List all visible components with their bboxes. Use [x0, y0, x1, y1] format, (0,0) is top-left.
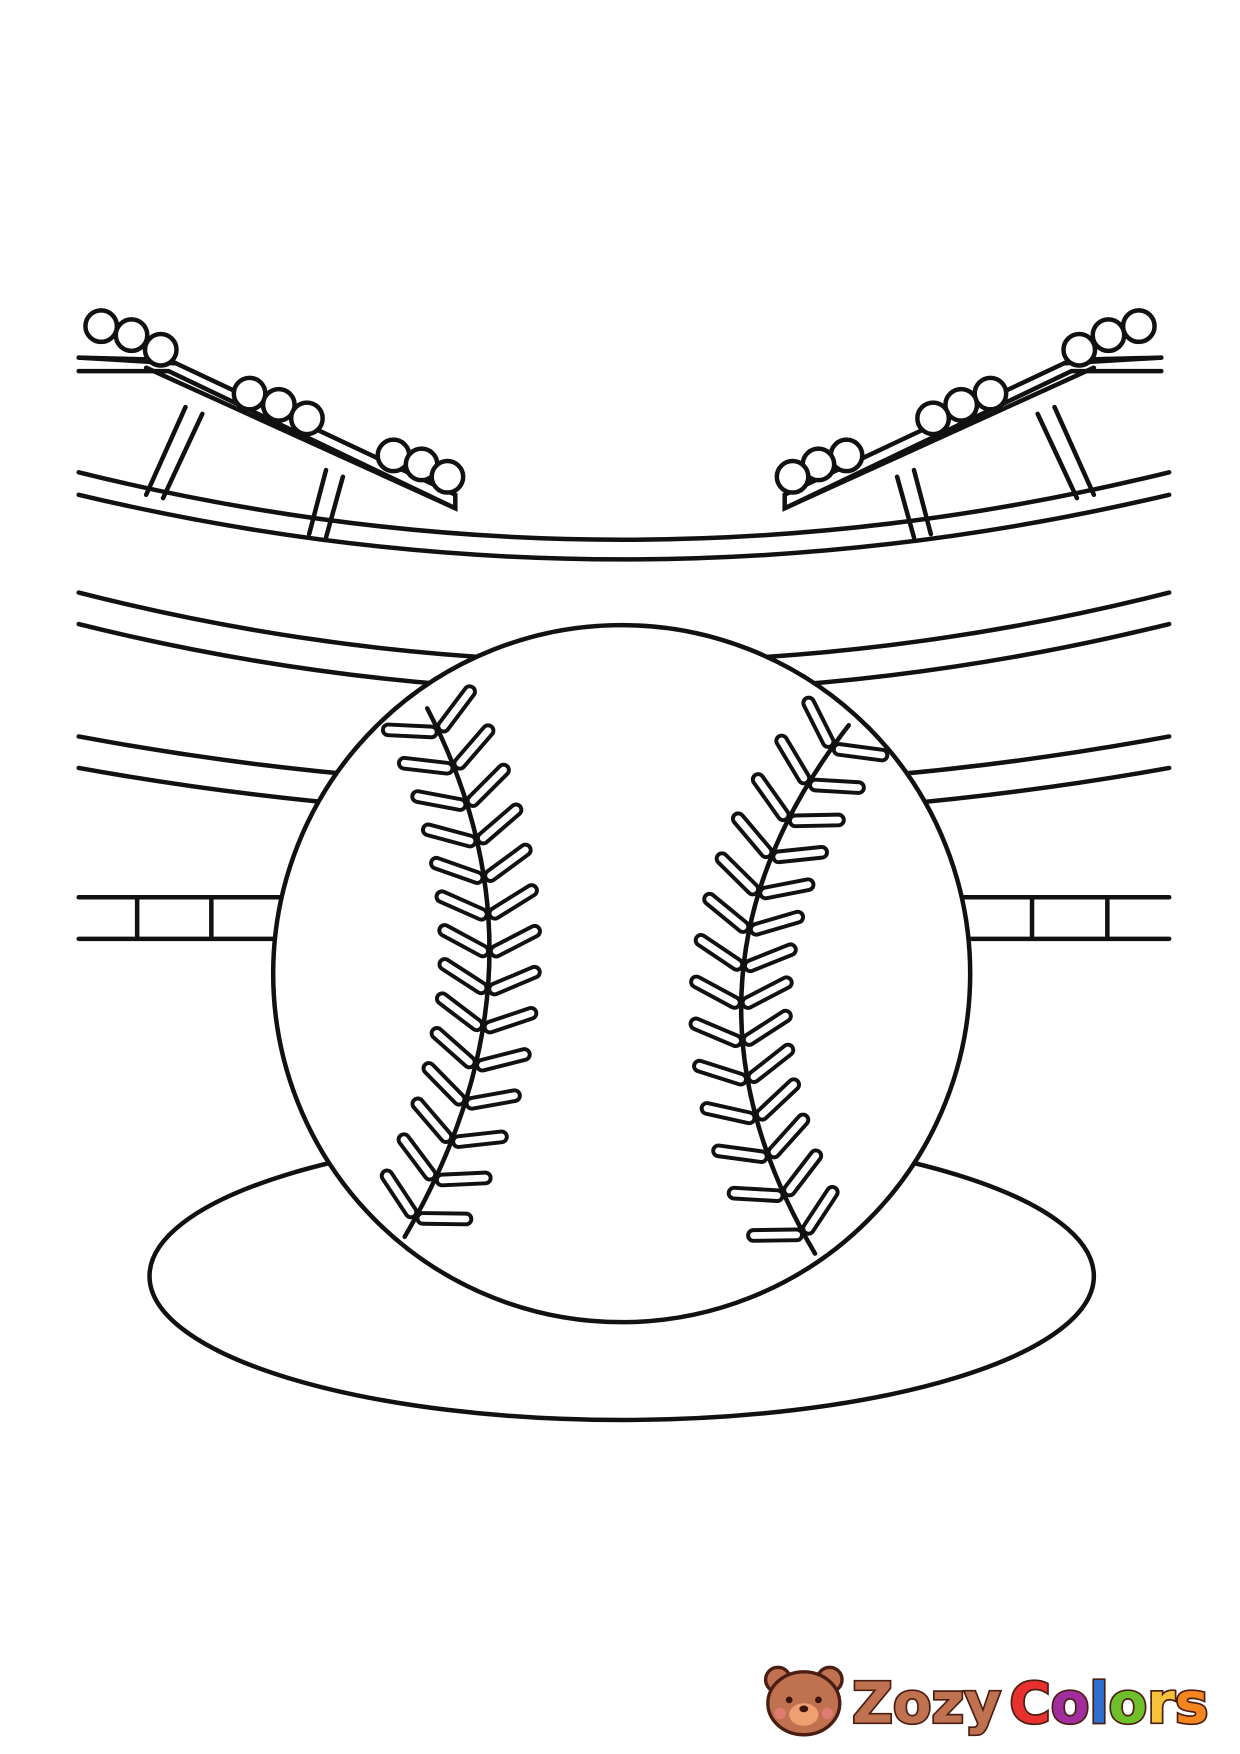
logo-letter: s [1175, 1671, 1208, 1736]
stitch-fill [438, 1174, 489, 1184]
stitch-fill [811, 781, 862, 791]
stitch-fill [758, 1081, 798, 1118]
stitch-fill [414, 1100, 450, 1141]
stitch-fill [750, 1231, 801, 1239]
stitch-fill [754, 776, 787, 819]
stitch-fill [438, 893, 485, 918]
stitch-fill [383, 1172, 415, 1216]
stadium-lamp [1061, 331, 1098, 368]
stitch-fill [414, 793, 464, 808]
stitch-fill [762, 881, 812, 897]
stadium-lamp [288, 400, 325, 437]
stadium-lamp [972, 375, 1009, 412]
bear-face-icon [763, 1665, 844, 1737]
stitch-fill [456, 727, 492, 767]
stitch-fill [734, 815, 770, 856]
stitch-fill [384, 726, 435, 736]
stitch-fill [746, 946, 794, 970]
stadium-lamp [83, 308, 120, 345]
stitch-fill [696, 1062, 745, 1083]
logo-brand: Zozy [852, 1671, 1001, 1736]
stadium-lamp [231, 375, 268, 412]
stitch-fill [791, 816, 842, 825]
logo-letter: o [1109, 1671, 1148, 1736]
stitch-fill [752, 913, 802, 933]
stitch-fill [400, 759, 451, 772]
logo-letter: r [1147, 1671, 1175, 1736]
stadium-lamp [429, 458, 466, 495]
baseball-seams [379, 684, 890, 1256]
light-support [143, 404, 346, 540]
stadium-lamp [1090, 317, 1127, 354]
stitch-fill [440, 688, 473, 730]
stadium-lamp [142, 331, 179, 368]
stitch-fill [703, 1105, 753, 1122]
stitch-fill [424, 826, 474, 845]
stitch-fill [786, 1152, 820, 1194]
stadium-lamp [943, 386, 980, 423]
stitch-fill [491, 887, 535, 917]
stitch-fill [479, 806, 520, 842]
light-tower-left [76, 308, 466, 540]
stitch-fill [455, 1133, 505, 1146]
stadium-lamp [915, 400, 952, 437]
stitch-fill [438, 995, 481, 1029]
stitch-fill [697, 936, 741, 968]
stitch-fill [469, 766, 507, 805]
stitch-fill [835, 746, 886, 759]
stitch-fill [706, 895, 747, 930]
stitch-fill [770, 1116, 807, 1156]
stitch-fill [730, 1189, 781, 1200]
logo: Zozy Colors [763, 1665, 1210, 1738]
stitch-fill [491, 968, 538, 993]
stitch-fill [693, 978, 738, 1006]
stitch-fill [425, 1065, 463, 1103]
stitch-fill [744, 979, 790, 1006]
stitch-fill [441, 961, 485, 992]
logo-letter: l [1089, 1671, 1108, 1736]
stitch-fill [718, 855, 757, 893]
stitch-fill [419, 1215, 470, 1223]
stitch-fill [441, 927, 487, 955]
stadium-wall [76, 894, 1172, 942]
logo-letter: C [1010, 1671, 1051, 1736]
stitch-fill [433, 1029, 473, 1066]
logo-letter: o [1051, 1671, 1090, 1736]
light-tower-right [774, 308, 1164, 540]
stitch-fill [778, 737, 808, 782]
stitch-fill [745, 1012, 789, 1043]
stitch-fill [805, 1188, 836, 1232]
stitch-fill [750, 1046, 792, 1081]
stitch-fill [775, 848, 826, 861]
stadium-lamp [113, 317, 150, 354]
seam-line [402, 706, 492, 1239]
baseball [270, 622, 973, 1325]
stitch-fill [692, 1020, 740, 1045]
stitch-fill [468, 1092, 518, 1107]
stitch-fill [486, 1009, 535, 1031]
stitch-fill [433, 859, 481, 881]
stitch-fill [715, 1147, 765, 1161]
stadium-lamp [774, 458, 811, 495]
seam-line [738, 722, 852, 1256]
stadium-lamp [260, 386, 297, 423]
stitch-fill [400, 1136, 434, 1178]
stitch-fill [492, 927, 538, 955]
stitch-fill [805, 699, 832, 745]
stadium-lamp [1120, 308, 1157, 345]
logo-word: Colors [1010, 1671, 1209, 1736]
stitch-fill [479, 1051, 528, 1069]
light-support [894, 404, 1097, 540]
stitch-fill [487, 846, 529, 879]
